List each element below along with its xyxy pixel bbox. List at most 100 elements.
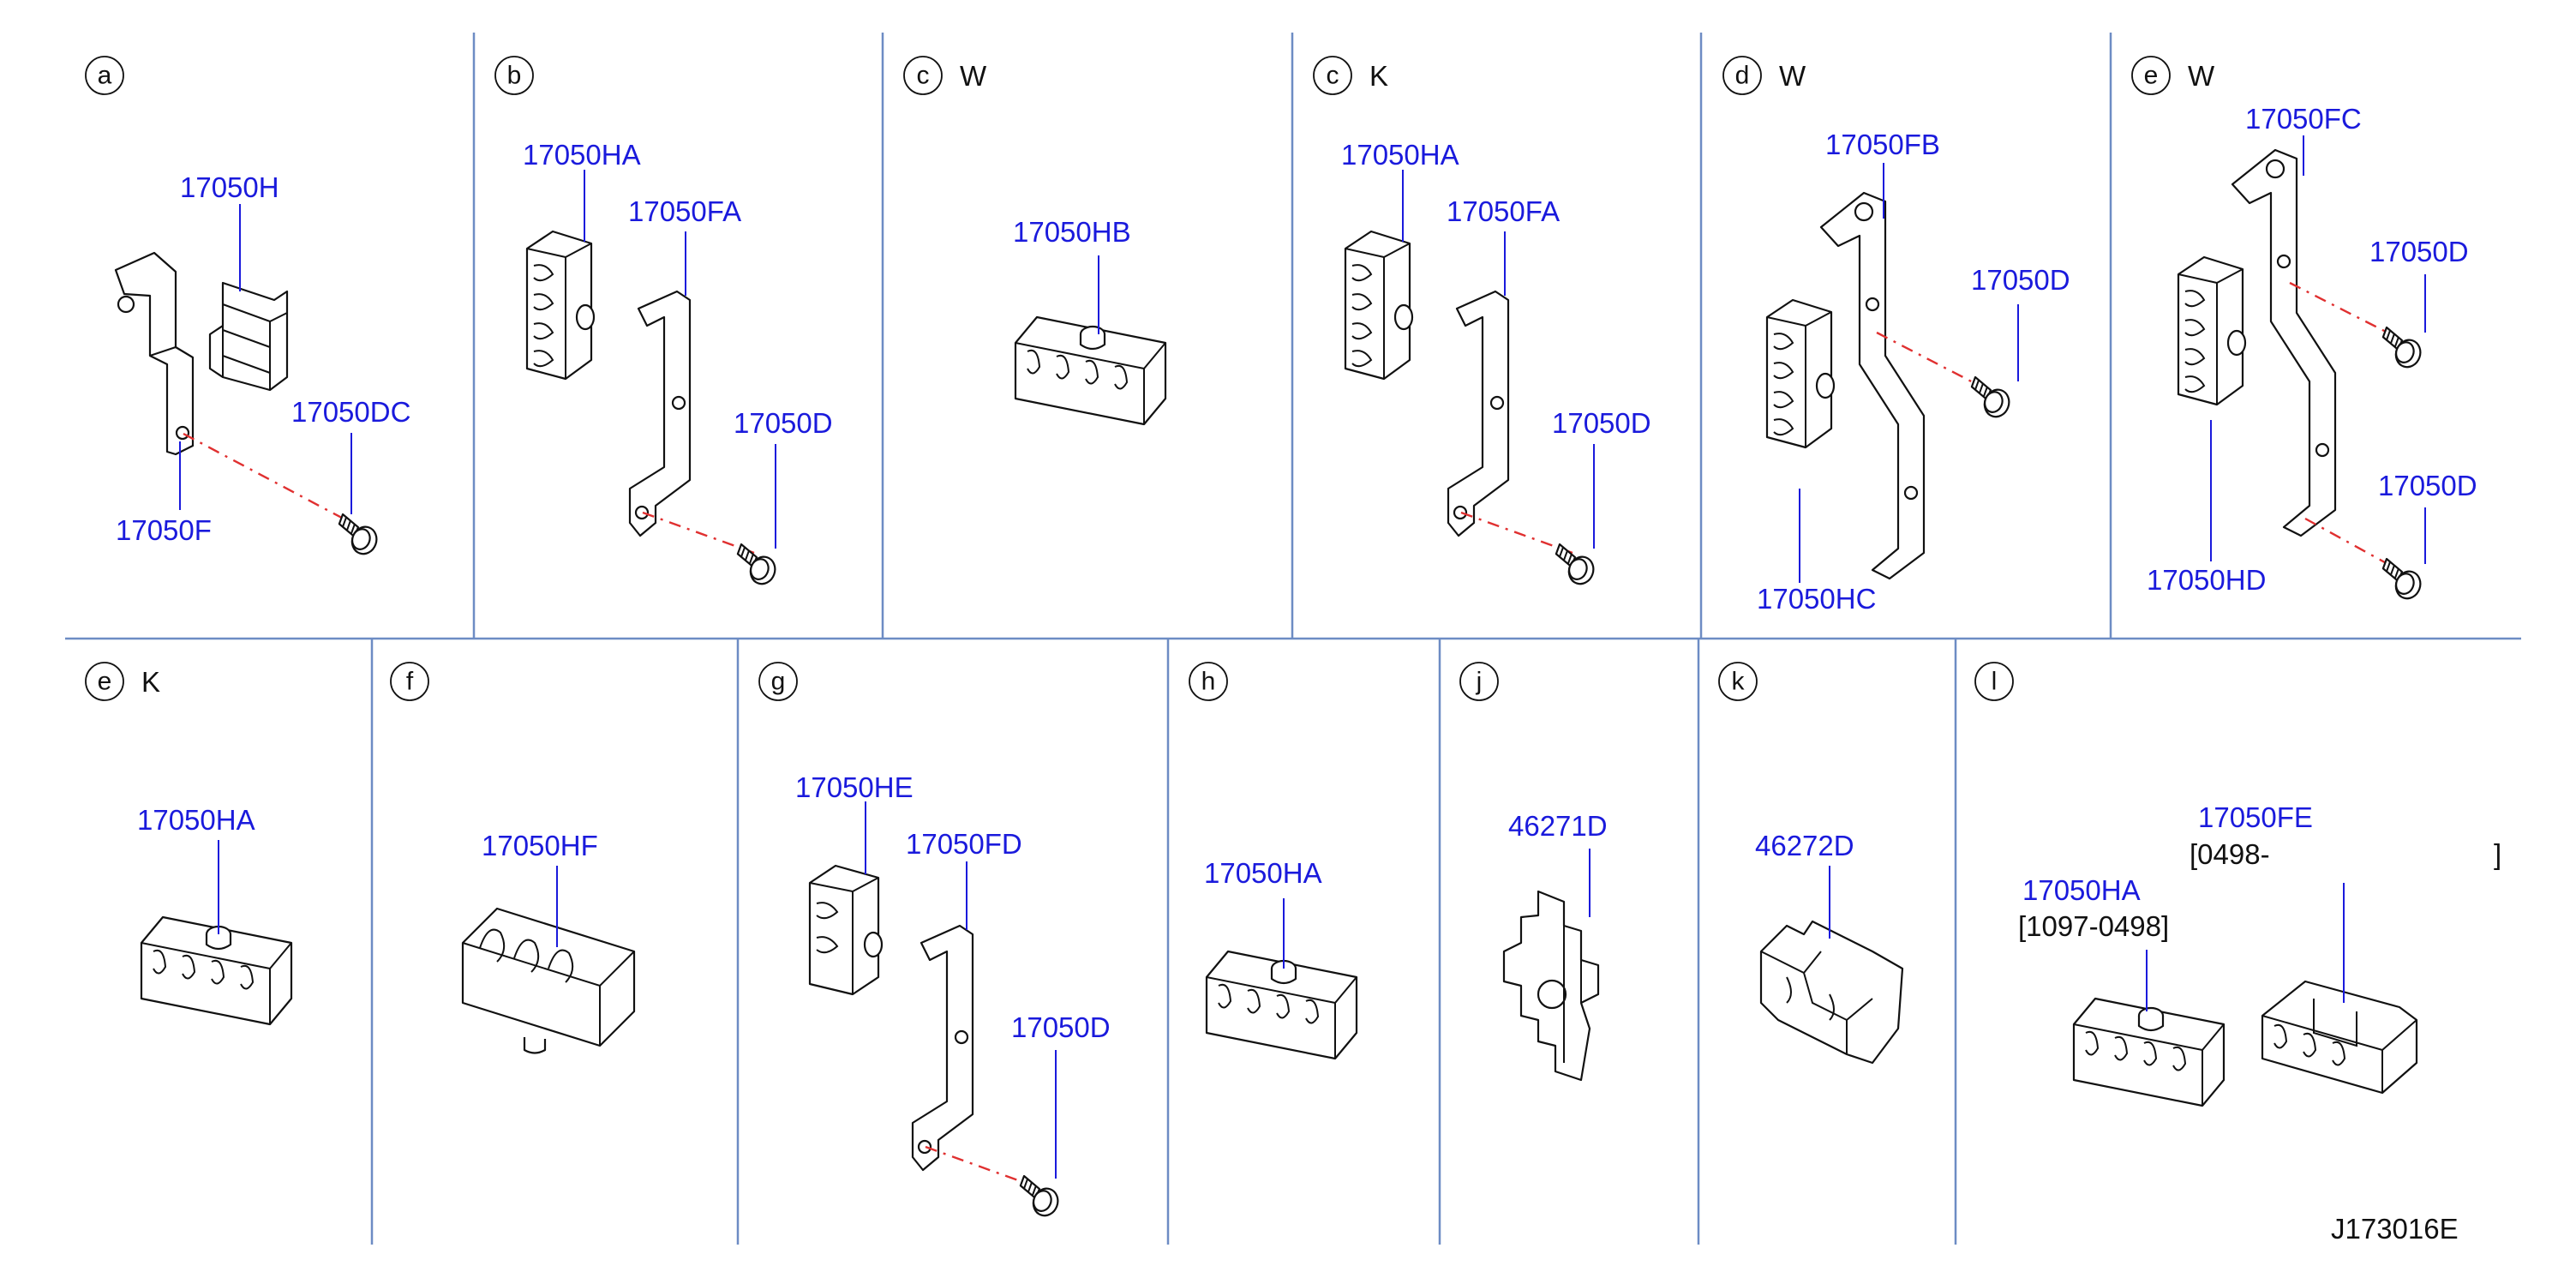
assembly-line: [1460, 511, 1573, 555]
panel-f: f 17050HF: [390, 662, 636, 1054]
assembly-line: [1876, 331, 1980, 387]
part-number: 17050D: [2378, 470, 2477, 501]
assembly-line: [925, 1145, 1038, 1189]
leader-line: [1402, 170, 1595, 549]
panel-letter-circle: [903, 56, 943, 95]
panel-c-w: c W 17050HB: [903, 56, 1167, 426]
panel-letter: d: [1735, 62, 1750, 90]
leader-line: [584, 170, 776, 549]
panel-letter-circle: [390, 662, 429, 701]
panel-letter-circle: [494, 56, 534, 95]
clip-17050HB: [1014, 315, 1167, 426]
part-number: 17050D: [2369, 236, 2469, 267]
clip-17050HA: [525, 230, 596, 381]
grommet-46271D: [1502, 890, 1600, 1082]
assembly-line: [183, 432, 352, 525]
panel-h: h 17050HA: [1189, 662, 1358, 1060]
clip-17050HA: [1205, 950, 1358, 1060]
part-number: 17050FB: [1825, 129, 1940, 160]
panel-letter: f: [406, 668, 414, 696]
clip-17050HA: [2072, 997, 2226, 1107]
date-range-note: ]: [2494, 838, 2501, 870]
panel-b: b 17050HA 17050FA 17050D: [494, 56, 833, 589]
clip-17050HE: [808, 864, 884, 996]
assembly-line: [642, 511, 755, 555]
panel-j: j 46271D: [1459, 662, 1608, 1082]
panel-e-k: e K 17050HA: [85, 662, 293, 1026]
diagram-code: J173016E: [2331, 1213, 2459, 1245]
panel-letter: a: [98, 62, 112, 90]
panel-letter: e: [2144, 62, 2159, 90]
part-number: 46272D: [1755, 830, 1854, 861]
clip-17050HC: [1765, 298, 1836, 449]
leader-line: [2210, 135, 2426, 564]
leader-line: [2146, 883, 2345, 1011]
bolt-17050D: [729, 543, 782, 589]
panel-letter-circle: [85, 662, 124, 701]
panel-a: a 17050H 17050DC 17050F: [85, 56, 410, 559]
date-range-note: [1097-0498]: [2018, 910, 2169, 942]
panel-letter: e: [98, 668, 112, 696]
bracket-17050FD: [911, 924, 974, 1172]
panel-variant: W: [1779, 60, 1806, 92]
panel-variant: W: [960, 60, 987, 92]
panel-c-k: c K 17050HA 17050FA 17050D: [1313, 56, 1651, 589]
panel-l: l 17050FE [0498- ] 17050HA [1097-0498]: [1974, 662, 2501, 1107]
part-number: 17050D: [1552, 407, 1651, 439]
part-number: 17050DC: [291, 396, 410, 428]
part-number: 17050FA: [1447, 195, 1560, 227]
clip-17050FE: [2261, 980, 2418, 1095]
panel-letter: g: [771, 668, 786, 696]
bolt-17050D: [1963, 375, 2016, 422]
clip-17050HA: [140, 915, 293, 1026]
part-number: 17050D: [734, 407, 833, 439]
panel-variant: K: [1369, 60, 1388, 92]
panel-letter-circle: [1459, 662, 1499, 701]
part-number: 17050HC: [1757, 583, 1876, 615]
assembly-line: [2289, 281, 2392, 336]
panel-letter-circle: [2131, 56, 2171, 95]
part-number: 17050HF: [482, 830, 598, 861]
part-number: 17050D: [1011, 1011, 1111, 1043]
part-number: 46271D: [1508, 810, 1608, 842]
clip-17050HF: [461, 907, 636, 1054]
panel-e-w: e W 17050FC 17050D 17050D 17050HD: [2131, 56, 2477, 603]
clip-17050HA: [1344, 230, 1414, 381]
panel-letter: b: [507, 62, 522, 90]
part-number: 17050HA: [2022, 874, 2141, 906]
part-number: 17050FA: [628, 195, 741, 227]
part-number: 17050FD: [906, 828, 1022, 860]
panel-letter: c: [917, 62, 930, 90]
part-number: 17050HA: [523, 139, 641, 171]
part-number: 17050HA: [1204, 857, 1322, 889]
clip-17050H: [208, 281, 289, 392]
bolt-17050D: [2375, 557, 2427, 603]
part-number: 17050F: [116, 514, 212, 546]
panel-letter-circle: [1974, 662, 2014, 701]
part-number: 17050HB: [1013, 216, 1131, 248]
panel-letter-circle: [1718, 662, 1758, 701]
part-number: 17050HD: [2147, 564, 2266, 596]
panel-k: k 46272D: [1718, 662, 1904, 1065]
part-number: 17050FC: [2245, 103, 2362, 135]
leader-line: [865, 801, 1057, 1179]
assembly-line: [2304, 517, 2392, 567]
panel-letter-circle: [1189, 662, 1228, 701]
panel-letter: h: [1201, 668, 1216, 696]
leader-line: [1799, 163, 2019, 583]
date-range-note: [0498-: [2190, 838, 2270, 870]
bracket-17050FA: [628, 290, 692, 537]
part-number: 17050HE: [795, 771, 914, 803]
panel-letter-circle: [1313, 56, 1352, 95]
panel-letter: k: [1732, 668, 1746, 696]
panel-letter-circle: [1722, 56, 1762, 95]
bracket-17050FB: [1819, 191, 1926, 580]
panel-variant: K: [141, 666, 160, 698]
panel-letter: l: [1992, 668, 1998, 696]
bracket-17050F: [114, 251, 195, 456]
leader-line: [179, 204, 352, 514]
bolt-17050D: [2375, 326, 2427, 372]
panel-variant: W: [2188, 60, 2215, 92]
panel-letter-circle: [758, 662, 798, 701]
